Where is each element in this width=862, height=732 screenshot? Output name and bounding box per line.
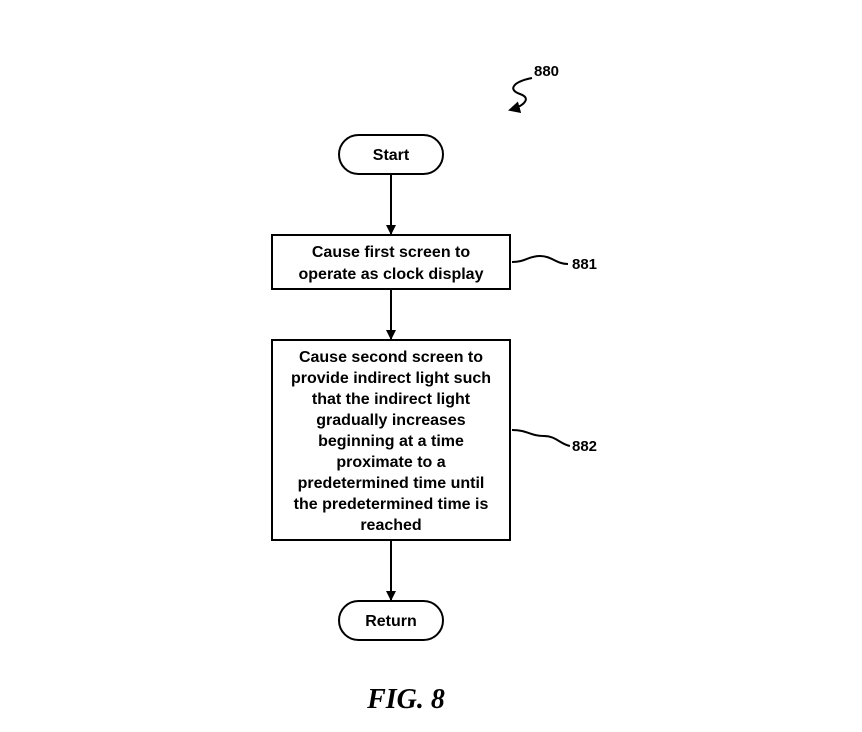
step-881-line-2: operate as clock display	[299, 266, 484, 283]
step-882-line-6: proximate to a	[336, 454, 445, 471]
ref-881-leader	[511, 254, 569, 265]
step-881-box	[271, 234, 511, 290]
step-882-line-9: reached	[360, 517, 421, 534]
ref-882-label: 882	[572, 438, 597, 455]
start-node-label: Start	[373, 147, 410, 164]
step-882-line-8: the predetermined time is	[294, 496, 489, 513]
figure-ref-leader	[508, 77, 533, 114]
ref-882-leader	[511, 429, 571, 447]
return-node-label: Return	[365, 613, 417, 630]
step-882-line-7: predetermined time until	[298, 475, 485, 492]
step-882-line-3: that the indirect light	[312, 391, 471, 408]
ref-881-label: 881	[572, 256, 597, 273]
return-node	[338, 600, 444, 641]
step-882-line-1: Cause second screen to	[299, 349, 483, 366]
step-882-text: Cause second screen to provide indirect …	[291, 349, 491, 534]
figure-caption: FIG. 8	[366, 684, 445, 715]
step-882-line-5: beginning at a time	[318, 433, 464, 450]
step-882-line-4: gradually increases	[316, 412, 466, 429]
step-882-line-2: provide indirect light such	[291, 370, 491, 387]
step-881-line-1: Cause first screen to	[312, 244, 471, 261]
figure-ref-label: 880	[534, 63, 559, 80]
